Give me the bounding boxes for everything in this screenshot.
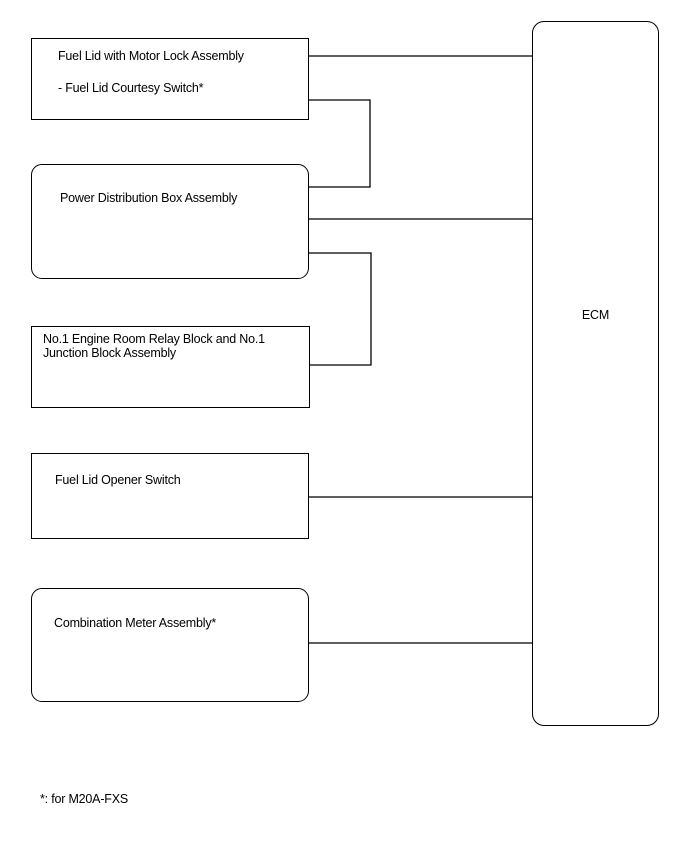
combination-meter-label: Combination Meter Assembly* (54, 616, 217, 630)
fuel-lid-opener-switch-label: Fuel Lid Opener Switch (55, 473, 181, 487)
fuel-lid-courtesy-switch-label: - Fuel Lid Courtesy Switch* (58, 81, 204, 95)
relay-junction-label-line-1: No.1 Engine Room Relay Block and No.1 (43, 332, 265, 346)
ecm-block: ECM (532, 21, 659, 726)
fuel-lid-motor-lock-label: Fuel Lid with Motor Lock Assembly (58, 49, 244, 63)
fuel-lid-opener-switch-block: Fuel Lid Opener Switch (31, 453, 309, 539)
relay-junction-label-line-2: Junction Block Assembly (43, 346, 176, 360)
ecm-label: ECM (581, 308, 610, 322)
wire-power-distribution-to-relay-block (309, 252, 372, 366)
fuel-lid-motor-lock-block: Fuel Lid with Motor Lock Assembly - Fuel… (31, 38, 309, 120)
combination-meter-block: Combination Meter Assembly* (31, 588, 309, 702)
relay-junction-block: No.1 Engine Room Relay Block and No.1 Ju… (31, 326, 310, 408)
relay-junction-block-label: No.1 Engine Room Relay Block and No.1 Ju… (43, 332, 265, 360)
power-distribution-box-block: Power Distribution Box Assembly (31, 164, 309, 279)
power-distribution-box-label: Power Distribution Box Assembly (60, 191, 238, 205)
footnote: *: for M20A-FXS (40, 792, 128, 806)
wire-fuel-lid-to-power-distribution (309, 99, 371, 188)
